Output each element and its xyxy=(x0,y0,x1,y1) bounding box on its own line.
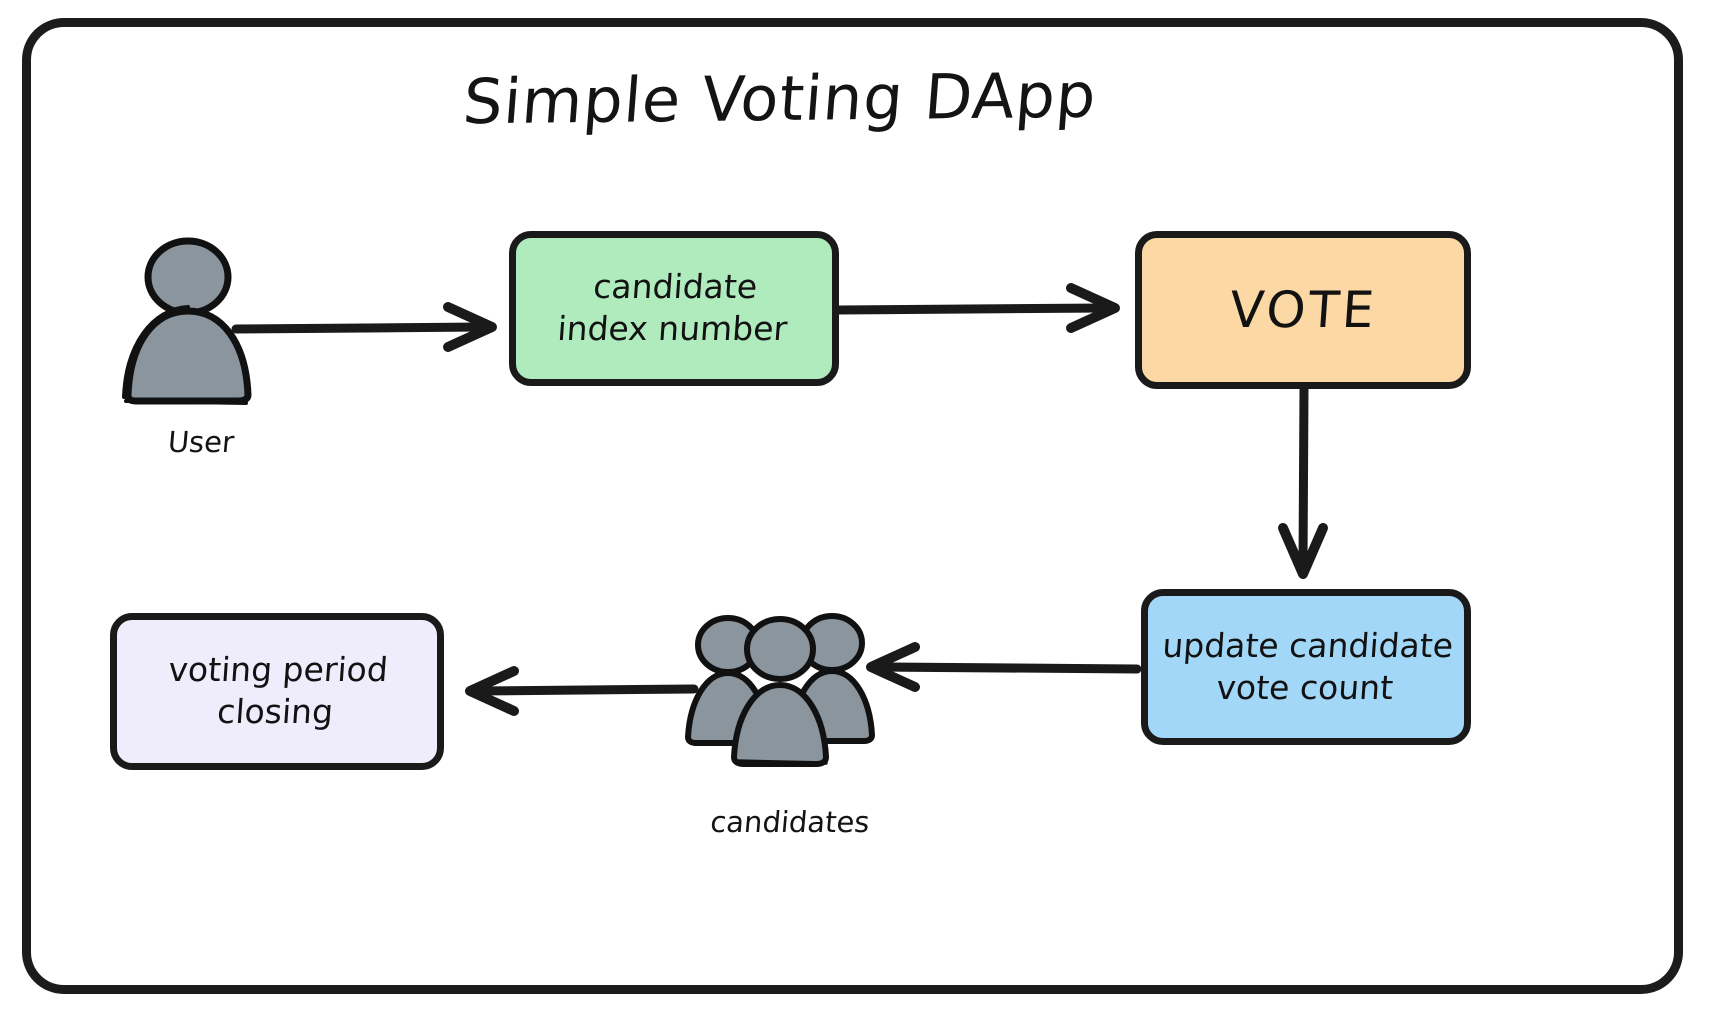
candidates-icon-caption: candidates xyxy=(708,805,872,839)
node-update-candidate-vote-count[interactable]: update candidate vote count xyxy=(1141,589,1471,745)
candidates-icon-group: candidates xyxy=(680,605,900,855)
single-person-icon xyxy=(122,237,252,405)
group-of-people-icon xyxy=(685,613,875,767)
node-candidate-index-number[interactable]: candidate index number xyxy=(509,231,839,386)
node-vote[interactable]: VOTE xyxy=(1135,231,1471,389)
diagram-frame xyxy=(22,18,1683,994)
arrow-user-to-candidate-index xyxy=(231,302,497,352)
node-voting-period-closing[interactable]: voting period closing xyxy=(110,613,444,770)
arrow-candidates-to-voting-closing xyxy=(465,666,699,716)
user-icon-caption: User xyxy=(166,425,236,459)
node-voting-period-closing-label: voting period closing xyxy=(167,650,390,732)
arrow-vote-to-update-count xyxy=(1278,383,1328,579)
node-vote-label: VOTE xyxy=(1227,281,1379,339)
user-icon-group: User xyxy=(106,225,296,475)
node-candidate-index-number-label: candidate index number xyxy=(556,267,789,349)
arrow-candidate-index-to-vote xyxy=(834,283,1120,333)
arrow-update-count-to-candidates xyxy=(866,642,1142,692)
node-update-candidate-vote-count-label: update candidate vote count xyxy=(1160,625,1455,707)
